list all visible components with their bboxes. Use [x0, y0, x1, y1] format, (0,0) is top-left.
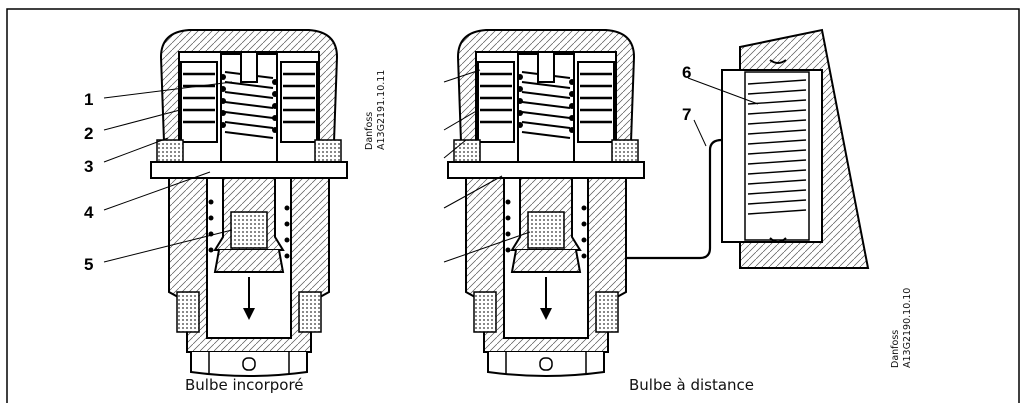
callout-1: 1 — [84, 90, 93, 109]
caption-remote-sensor: Bulbe à distance — [629, 376, 755, 394]
figure-border — [6, 8, 1020, 403]
callout-3: 3 — [84, 157, 93, 176]
left-code-line2: A13G2191.10.11 — [376, 70, 387, 150]
callout-6: 6 — [682, 63, 691, 82]
callout-7: 7 — [682, 105, 691, 124]
sensor-remote-drawing — [446, 28, 646, 378]
leader-lines-right — [443, 69, 759, 263]
left-code-line1: Danfoss — [364, 112, 375, 150]
remote-bulb-drawing — [626, 28, 870, 269]
caption-integrated-sensor: Bulbe incorporé — [185, 376, 304, 394]
right-code-line2: A13G2190.10.10 — [902, 288, 913, 368]
sensor-integrated-drawing — [149, 28, 349, 378]
callout-5: 5 — [84, 255, 93, 274]
leader-lines-left — [103, 81, 233, 263]
callout-2: 2 — [84, 124, 93, 143]
right-code-line1: Danfoss — [890, 330, 901, 368]
callout-4: 4 — [84, 203, 94, 222]
